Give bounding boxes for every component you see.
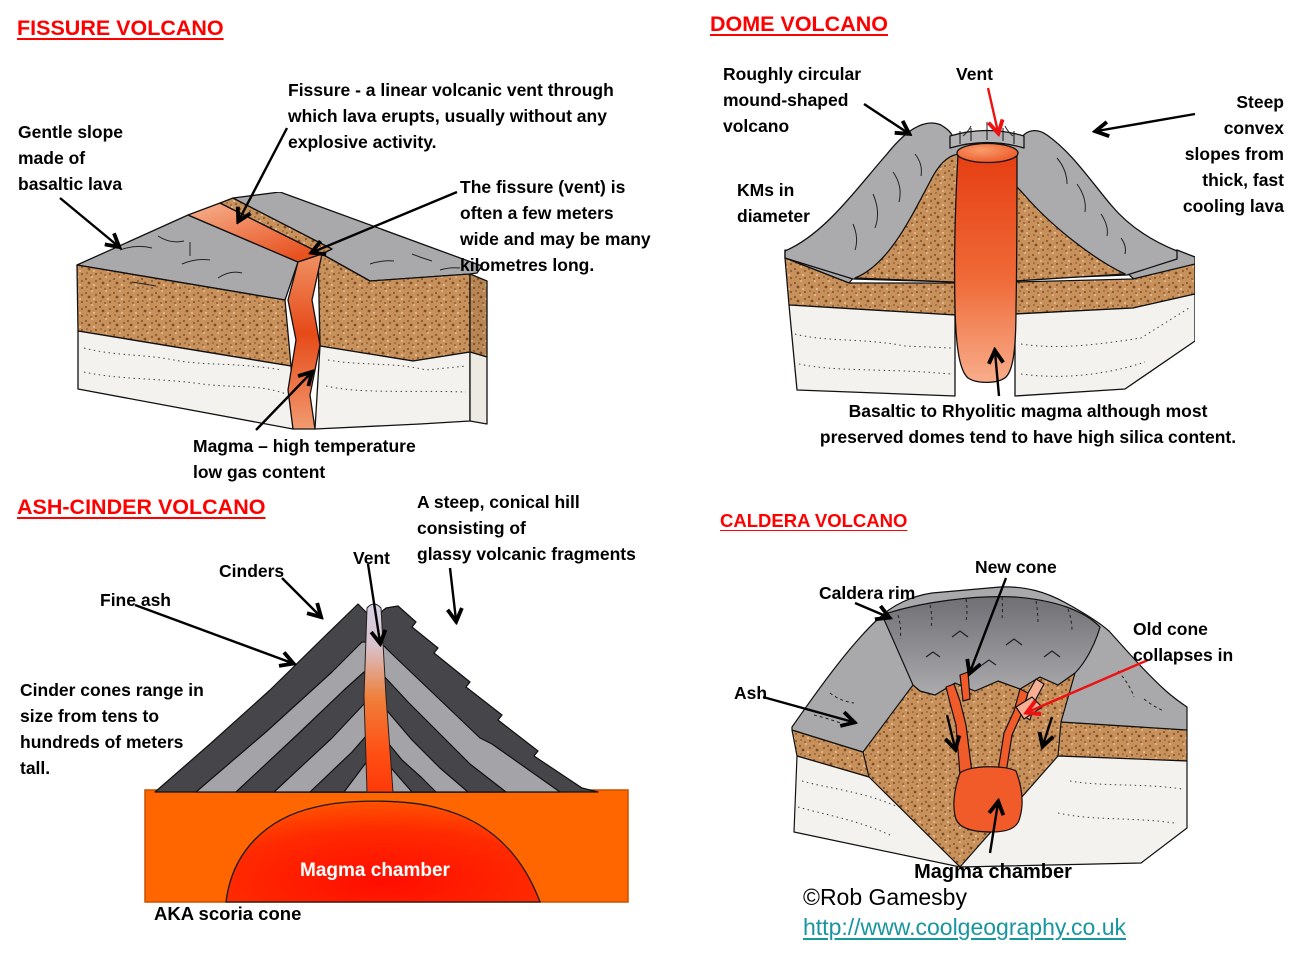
caldera-old-cone-label: Old cone collapses in [1133, 619, 1234, 665]
coolgeography-link[interactable]: http://www.coolgeography.co.uk [803, 914, 1127, 940]
right-slab-white [959, 755, 1188, 868]
strata-dotted-lines [797, 780, 1183, 836]
magma-chamber-shape [953, 766, 1023, 833]
ash-cinder-volcano-diagram [144, 603, 629, 903]
fissure-title: FISSURE VOLCANO [17, 16, 224, 40]
strata-dotted-lines [794, 307, 1190, 377]
dome-volcano-diagram [784, 122, 1195, 397]
ash-cinder-title: ASH-CINDER VOLCANO [17, 495, 266, 519]
dome-slopes-label: Steep convex slopes from thick, fast coo… [1182, 92, 1284, 216]
left-slab-white [788, 304, 956, 397]
caldera-volcano-diagram [791, 586, 1188, 868]
magma-chamber-shape [225, 800, 541, 903]
dome-conduit [953, 153, 1018, 384]
fissure-volcano-diagram [76, 192, 488, 430]
ash-cinders-label: Cinders [219, 561, 285, 581]
right-side-brown-shade [470, 274, 487, 357]
ash-vent-label: Vent [353, 548, 390, 568]
caldera-rim-label: Caldera rim [819, 583, 916, 603]
ash-magma-chamber-label: Magma chamber [300, 860, 450, 881]
ash-description-label: A steep, conical hill consisting of glas… [417, 492, 636, 564]
fissure-ground-block [76, 192, 488, 430]
dome-vent-label: Vent [956, 64, 993, 84]
fissure-magma-label: Magma – high temperature low gas content [193, 436, 416, 482]
caldera-magma-chamber-label: Magma chamber [914, 861, 1072, 883]
right-side-white [469, 351, 488, 425]
caldera-ash-label: Ash [734, 683, 768, 703]
caldera-title: CALDERA VOLCANO [720, 510, 908, 531]
copyright-credit: ©Rob Gamesby [803, 884, 967, 910]
fissure-vent-size-label: The fissure (vent) is often a few meters… [460, 177, 651, 275]
ash-size-label: Cinder cones range in size from tens to … [20, 680, 204, 778]
dome-shape-label: Roughly circular mound-shaped volcano [723, 64, 862, 136]
ash-aka-label: AKA scoria cone [154, 903, 302, 924]
dome-magma-label: Basaltic to Rhyolitic magma although mos… [819, 401, 1237, 447]
dome-diameter-label: KMs in diameter [737, 180, 810, 226]
dome-title: DOME VOLCANO [710, 12, 888, 36]
right-slab-white [1014, 293, 1195, 397]
dome-crack-lines [852, 122, 1126, 255]
vent-mouth [956, 142, 1019, 164]
cinder-cone [154, 603, 599, 793]
dome-base-slabs [784, 249, 1195, 397]
strata-dotted-lines [83, 347, 467, 395]
fissure-gentle-slope-label: Gentle slope made of basaltic lava [18, 122, 124, 194]
surface-crack-lines [119, 235, 461, 287]
right-front-white-layer [314, 345, 471, 430]
caldera-slabs [791, 721, 1188, 868]
caldera-new-cone-label: New cone [975, 557, 1057, 577]
ash-fine-ash-label: Fine ash [100, 590, 171, 610]
fissure-definition-label: Fissure - a linear volcanic vent through… [288, 80, 614, 152]
